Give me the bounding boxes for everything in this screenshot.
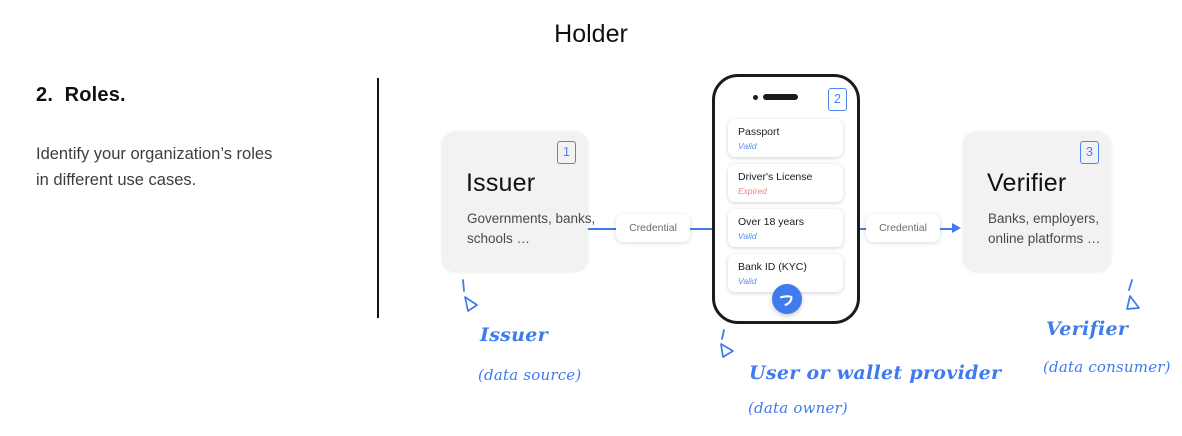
credential-name: Bank ID (KYC) <box>738 261 807 273</box>
holder-badge: 2 <box>828 88 847 111</box>
issuer-badge: 1 <box>557 141 576 164</box>
check-icon <box>779 295 793 306</box>
credential-name: Over 18 years <box>738 216 804 228</box>
annotation-verifier-label: Verifier <box>1046 318 1129 340</box>
verifier-description: Banks, employers, online platforms … <box>988 211 1101 246</box>
annotation-issuer-sub: (data source) <box>478 366 582 384</box>
issuer-description: Governments, banks, schools … <box>467 211 596 246</box>
credential-status: Valid <box>738 231 757 241</box>
pointer-arrow-holder <box>720 329 734 358</box>
page-description: Identify your organization’s roles in di… <box>36 145 273 189</box>
vertical-divider <box>377 78 379 318</box>
list-item[interactable]: Over 18 years Valid <box>728 209 843 247</box>
credential-list: Passport Valid Driver's License Expired … <box>728 119 843 299</box>
verifier-card[interactable]: 3 Verifier Banks, employers, online plat… <box>963 131 1111 271</box>
credential-status: Expired <box>738 186 767 196</box>
list-item[interactable]: Driver's License Expired <box>728 164 843 202</box>
credential-label-holder-verifier: Credential <box>866 214 940 242</box>
verifier-title: Verifier <box>987 169 1067 197</box>
connector-line-holder-verifier-right <box>940 228 954 230</box>
verifier-badge: 3 <box>1080 141 1099 164</box>
credential-label-issuer-holder: Credential <box>616 214 690 242</box>
credential-name: Passport <box>738 126 780 138</box>
credential-status: Valid <box>738 141 757 151</box>
credential-name: Driver's License <box>738 171 813 183</box>
connector-line-issuer-holder-right <box>690 228 712 230</box>
arrow-head-icon <box>952 223 961 233</box>
camera-dot-icon <box>753 94 758 100</box>
issuer-card[interactable]: 1 Issuer Governments, banks, schools … <box>442 131 595 271</box>
annotation-issuer-label: Issuer <box>480 324 548 346</box>
left-text-column: 2. Roles. Identify your organization’s r… <box>36 84 336 193</box>
page-title: 2. Roles. <box>36 84 126 106</box>
check-icon-button[interactable] <box>772 284 802 314</box>
annotation-holder-sub: (data owner) <box>748 399 848 417</box>
annotation-holder-label: User or wallet provider <box>749 362 1002 384</box>
holder-phone[interactable]: 2 Passport Valid Driver's License Expire… <box>712 74 860 324</box>
issuer-title: Issuer <box>466 169 536 197</box>
annotation-verifier-sub: (data consumer) <box>1043 358 1171 376</box>
list-item[interactable]: Passport Valid <box>728 119 843 157</box>
speaker-bar-icon <box>763 94 798 100</box>
pointer-arrow-verifier <box>1126 279 1140 310</box>
pointer-arrow-issuer <box>462 279 478 312</box>
phone-speaker-notch <box>753 94 801 100</box>
credential-status: Valid <box>738 276 757 286</box>
holder-title: Holder <box>554 20 628 48</box>
connector-line-issuer-holder-left <box>588 228 616 230</box>
